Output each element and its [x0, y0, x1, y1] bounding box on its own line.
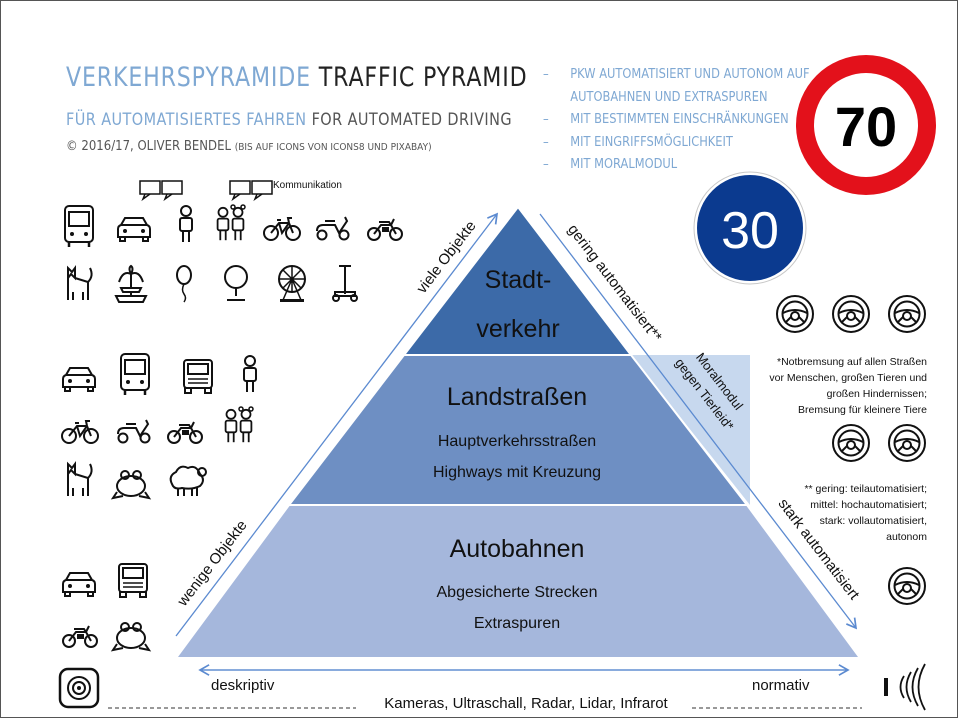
sheep-icon [169, 465, 207, 497]
steering-wheel-icon [888, 567, 926, 605]
steering-wheel-icon [832, 295, 870, 333]
bullet-item: –MIT EINGRIFFSMÖGLICHKEIT [543, 134, 733, 150]
bullet-item: –MIT MORALMODUL [543, 157, 678, 172]
segway-icon [332, 265, 358, 302]
page-subtitle: FÜR AUTOMATISIERTES FAHREN FOR AUTOMATED… [66, 110, 512, 130]
children-icon [226, 407, 253, 442]
truck-icon [118, 563, 148, 598]
emergency-braking-note: *Notbremsung auf allen Straßen vor Mensc… [769, 356, 927, 416]
motorcycle-icon [167, 421, 203, 444]
tier-bottom-sub1: Abgesicherte Strecken [437, 584, 598, 601]
person-icon [179, 205, 193, 243]
car-icon [62, 572, 96, 597]
credit-line: © 2016/17, OLIVER BENDEL (BIS AUF ICONS … [66, 139, 432, 154]
minimum-speed-value: 30 [721, 202, 779, 260]
camera-sensor-icon [58, 667, 100, 709]
speed-limit-sign: 70 [796, 55, 936, 195]
bicycle-icon [263, 217, 301, 241]
bus-icon [119, 352, 151, 397]
tier-middle-sub2: Highways mit Kreuzung [433, 464, 601, 481]
bullet-list: –PKW AUTOMATISIERT UND AUTONOM AUF AUTOB… [543, 64, 810, 177]
motorcycle-icon [367, 218, 403, 241]
tier-bottom-title: Autobahnen [450, 535, 585, 563]
label-descriptive: deskriptiv [211, 677, 275, 694]
page-title: VERKEHRSPYRAMIDE TRAFFIC PYRAMID [66, 62, 528, 93]
bullet-item: –MIT BESTIMMTEN EINSCHRÄNKUNGEN [543, 112, 789, 127]
arrow-left-side [175, 212, 499, 637]
arrow-right-side [539, 213, 858, 630]
fountain-icon [115, 265, 147, 303]
ferris-wheel-icon [278, 265, 306, 303]
steering-wheel-icon [888, 424, 926, 462]
automation-levels-note: ** gering: teilautomatisiert; mittel: ho… [804, 483, 927, 543]
tier-top-line1: Stadt- [485, 266, 552, 294]
tier-top-line2: verkehr [476, 315, 559, 343]
scooter-icon [117, 419, 151, 444]
steering-wheel-icon [888, 295, 926, 333]
person-icon [243, 355, 257, 393]
bullet-item: –PKW AUTOMATISIERT UND AUTONOM AUF [543, 67, 810, 82]
cat-icon [67, 463, 93, 497]
steering-wheel-icon [832, 424, 870, 462]
communication-label: Kommunikation [273, 180, 342, 191]
pyramid-tier-bottom [174, 504, 862, 659]
minimum-speed-sign: 30 [693, 171, 807, 285]
frog-icon [112, 470, 150, 499]
label-normative: normativ [752, 677, 810, 694]
cat-icon [67, 267, 93, 301]
steering-wheel-icon [776, 295, 814, 333]
speech-bubble-icon [229, 180, 251, 200]
speed-limit-value: 70 [835, 95, 897, 158]
frog-icon [112, 622, 150, 651]
signal-wave-icon [884, 663, 926, 711]
car-icon [117, 217, 151, 242]
bicycle-icon [61, 420, 99, 444]
bus-icon [63, 204, 95, 249]
speech-bubble-icon [251, 180, 273, 200]
car-icon [62, 367, 96, 392]
mirror-icon [224, 265, 248, 301]
truck-icon [183, 359, 213, 394]
motorcycle-icon [62, 625, 98, 648]
tier-middle-sub1: Hauptverkehrsstraßen [438, 433, 596, 450]
speech-bubble-icon [139, 180, 161, 200]
speech-bubble-icon [161, 180, 183, 200]
bullet-item-continued: AUTOBAHNEN UND EXTRASPUREN [570, 89, 768, 105]
footer-sensors: Kameras, Ultraschall, Radar, Lidar, Infr… [384, 695, 668, 712]
tier-middle-title: Landstraßen [447, 383, 587, 411]
scooter-icon [316, 216, 350, 241]
tier-bottom-sub2: Extraspuren [474, 615, 560, 632]
children-icon [218, 205, 245, 240]
balloon-icon [176, 265, 192, 303]
